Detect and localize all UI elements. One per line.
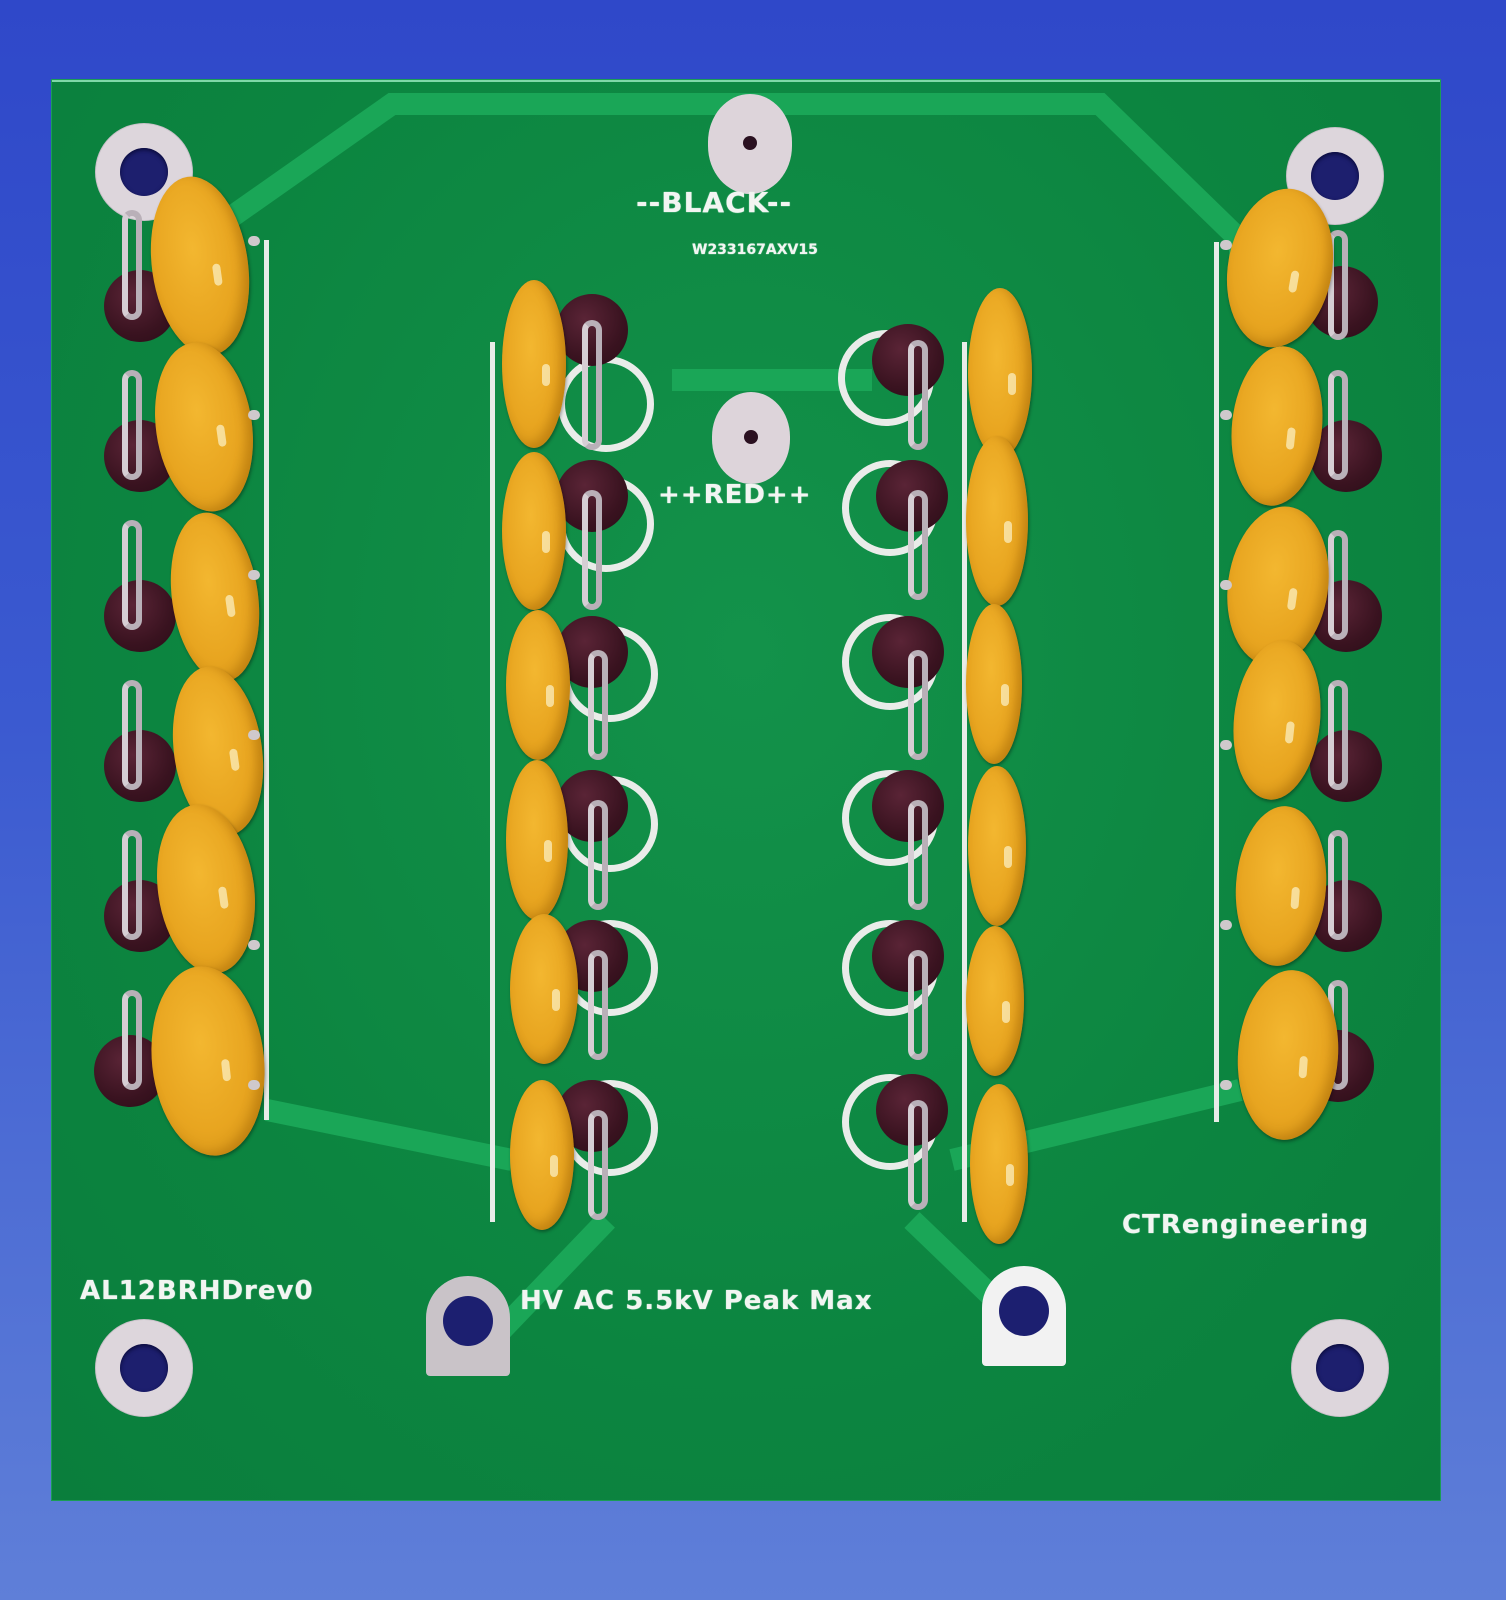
capacitor bbox=[502, 280, 566, 448]
pin-hole bbox=[744, 430, 758, 444]
solder-joint bbox=[248, 410, 260, 420]
hole bbox=[999, 1286, 1049, 1336]
capacitor bbox=[506, 610, 570, 760]
pin-hole bbox=[743, 136, 757, 150]
hole bbox=[1311, 152, 1359, 200]
solder-joint bbox=[1220, 410, 1232, 420]
diode-lead bbox=[122, 830, 142, 940]
diode-lead bbox=[588, 800, 608, 910]
mounting-hole-bottom-right bbox=[1292, 1320, 1388, 1416]
solder-joint bbox=[1220, 920, 1232, 930]
hole bbox=[1316, 1344, 1364, 1392]
solder-joint bbox=[248, 1080, 260, 1090]
diode-lead bbox=[588, 650, 608, 760]
diode-lead bbox=[1328, 530, 1348, 640]
diode-lead bbox=[908, 650, 928, 760]
diode-lead bbox=[1328, 370, 1348, 480]
silk-outline bbox=[962, 342, 967, 1222]
diode-lead bbox=[908, 340, 928, 450]
capacitor bbox=[966, 604, 1022, 764]
ac-terminal-right bbox=[982, 1266, 1066, 1366]
solder-joint bbox=[248, 940, 260, 950]
diode-lead bbox=[1328, 830, 1348, 940]
diode-lead bbox=[122, 680, 142, 790]
solder-joint bbox=[1220, 580, 1232, 590]
diode-pad-ring bbox=[558, 356, 654, 452]
diode-lead bbox=[1328, 230, 1348, 340]
silk-outline bbox=[1214, 242, 1219, 1122]
diode-lead bbox=[122, 520, 142, 630]
part-number: AL12BRHDrev0 bbox=[80, 1276, 314, 1306]
hole bbox=[120, 148, 168, 196]
diode-lead bbox=[122, 210, 142, 320]
diode-lead bbox=[588, 1110, 608, 1220]
diode-lead bbox=[908, 490, 928, 600]
black-label: --BLACK-- bbox=[636, 186, 793, 219]
capacitor bbox=[510, 1080, 574, 1230]
diode-lead bbox=[908, 1100, 928, 1210]
diode-lead bbox=[122, 370, 142, 480]
diode-lead bbox=[588, 950, 608, 1060]
solder-joint bbox=[1220, 240, 1232, 250]
pcb-board: --BLACK-- W233167AXV15 ++RED++ AL12BRHDr… bbox=[52, 80, 1440, 1500]
black-terminal-pad bbox=[708, 94, 792, 194]
ac-terminal-left bbox=[426, 1276, 510, 1376]
diode-lead bbox=[582, 320, 602, 450]
solder-joint bbox=[1220, 1080, 1232, 1090]
solder-joint bbox=[248, 570, 260, 580]
solder-joint bbox=[248, 236, 260, 246]
silk-outline bbox=[264, 240, 269, 1120]
capacitor bbox=[506, 760, 568, 920]
silk-outline bbox=[490, 342, 495, 1222]
voltage-rating: HV AC 5.5kV Peak Max bbox=[520, 1286, 873, 1316]
mounting-hole-bottom-left bbox=[96, 1320, 192, 1416]
diode-lead bbox=[122, 990, 142, 1090]
diode-lead bbox=[908, 800, 928, 910]
diode-lead bbox=[582, 490, 602, 610]
capacitor bbox=[970, 1084, 1028, 1244]
hole bbox=[443, 1296, 493, 1346]
solder-joint bbox=[1220, 740, 1232, 750]
red-terminal-pad bbox=[712, 392, 790, 484]
red-label: ++RED++ bbox=[658, 480, 812, 510]
diode-lead bbox=[908, 950, 928, 1060]
capacitor bbox=[968, 766, 1026, 926]
solder-joint bbox=[248, 730, 260, 740]
capacitor bbox=[966, 926, 1024, 1076]
diode-lead bbox=[1328, 680, 1348, 790]
capacitor bbox=[968, 288, 1032, 458]
capacitor bbox=[510, 914, 578, 1064]
capacitor bbox=[502, 452, 566, 610]
manufacturer-label: CTRengineering bbox=[1122, 1210, 1370, 1240]
hole bbox=[120, 1344, 168, 1392]
capacitor bbox=[966, 436, 1028, 606]
serial-number: W233167AXV15 bbox=[692, 242, 818, 258]
